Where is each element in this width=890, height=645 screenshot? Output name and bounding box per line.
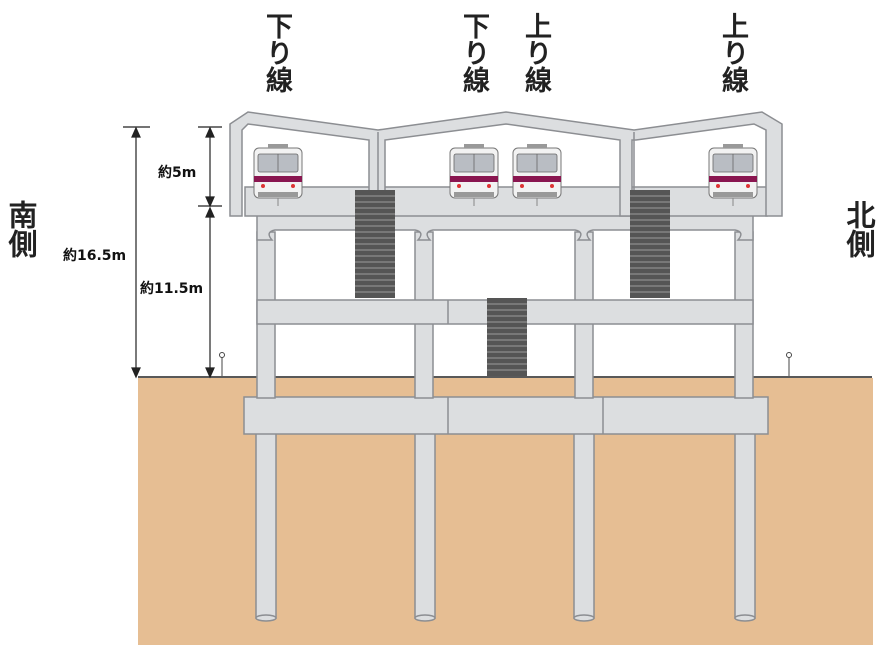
pile-3 — [573, 429, 595, 619]
ground-markers — [219, 352, 792, 376]
south-side-label: 南側 — [4, 200, 38, 258]
north-side-label: 北側 — [842, 200, 876, 258]
pile-2 — [414, 429, 436, 619]
stair-lower-center — [487, 298, 527, 376]
track-label-4: 上り線 — [717, 12, 748, 93]
track-label-2: 下り線 — [458, 12, 489, 93]
dimension-lower-label: 約11.5m — [140, 281, 204, 297]
footing-beam — [243, 396, 769, 435]
track-label-3: 上り線 — [520, 12, 551, 93]
dimension-total-label: 約16.5m — [63, 248, 127, 264]
dimension-lines — [123, 126, 222, 379]
train-1 — [253, 143, 303, 207]
train-3 — [512, 143, 562, 207]
pile-4 — [734, 429, 756, 619]
concourse-beam — [256, 213, 754, 241]
stair-upper-right — [630, 190, 670, 298]
stair-upper-left — [355, 190, 395, 298]
platform-slab — [244, 186, 768, 217]
dimension-upper-label: 約5m — [158, 165, 197, 181]
train-4 — [708, 143, 758, 207]
pile-1 — [255, 429, 277, 619]
train-2 — [449, 143, 499, 207]
track-label-1: 下り線 — [261, 12, 292, 93]
stairs — [355, 190, 670, 376]
